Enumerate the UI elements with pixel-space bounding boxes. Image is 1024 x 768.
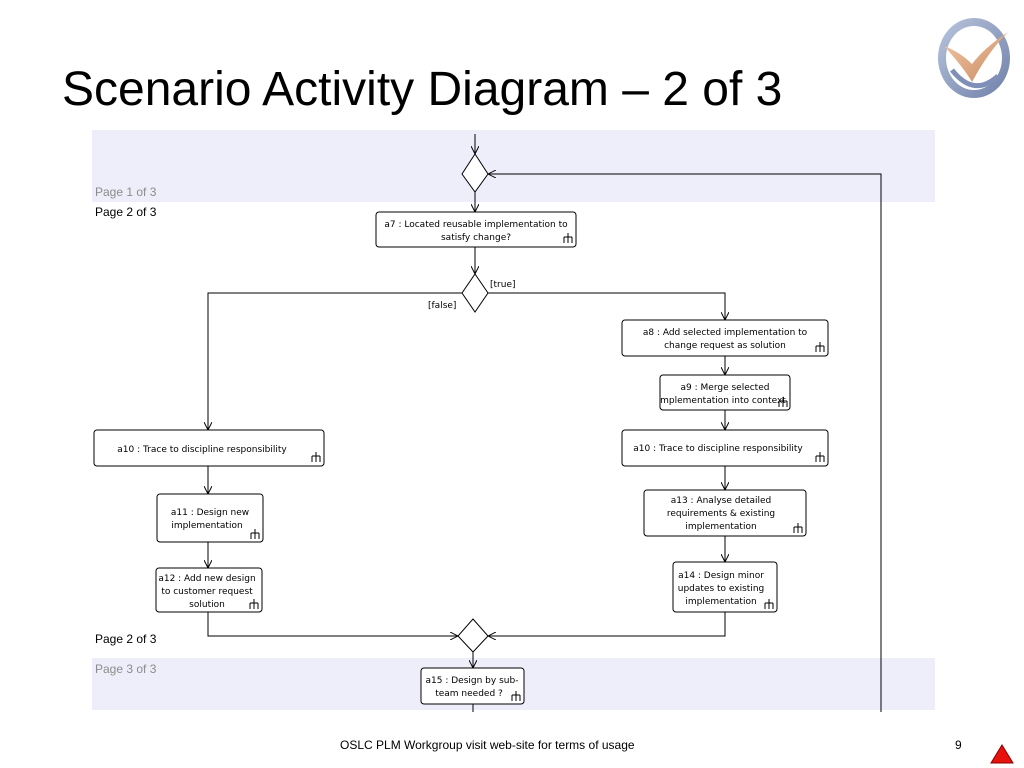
action-a9-line1: a9 : Merge selected — [681, 383, 770, 393]
action-a10-left: a10 : Trace to discipline responsibility — [93, 429, 325, 467]
page-3-label: Page 3 of 3 — [95, 662, 157, 676]
rake-icon — [250, 529, 260, 539]
rake-icon — [815, 342, 825, 352]
action-a13: a13 : Analyse detailed requirements & ex… — [643, 489, 807, 537]
rake-icon — [793, 523, 803, 533]
action-a13-line3: implementation — [685, 522, 756, 532]
oslc-swirl-logo-icon — [938, 18, 1010, 98]
red-up-triangle-icon[interactable] — [990, 744, 1014, 764]
page-1-label: Page 1 of 3 — [95, 185, 157, 199]
rake-icon — [311, 452, 321, 462]
rake-icon — [764, 599, 774, 609]
edges — [208, 134, 882, 712]
action-a15: a15 : Design by sub- team needed ? — [420, 667, 525, 705]
action-a7: a7 : Located reusable implementation to … — [375, 211, 577, 248]
merge-diamond-top — [461, 153, 489, 193]
action-a10-right: a10 : Trace to discipline responsibility — [621, 429, 829, 467]
rake-icon — [815, 452, 825, 462]
slide-page-number: 9 — [955, 738, 962, 752]
slide-title: Scenario Activity Diagram – 2 of 3 — [62, 63, 783, 116]
action-a12-line2: to customer request — [161, 587, 253, 597]
action-a10-left-line1: a10 : Trace to discipline responsibility — [117, 445, 287, 455]
rake-icons — [249, 233, 825, 701]
action-a8-line1: a8 : Add selected implementation to — [643, 328, 808, 338]
action-a9-line2: mplementation into context — [660, 396, 786, 406]
rake-icon — [511, 691, 521, 701]
action-a14-line2: updates to existing — [678, 584, 765, 594]
action-a15-line1: a15 : Design by sub- — [426, 676, 519, 686]
action-a14-line1: a14 : Design minor — [678, 571, 764, 581]
action-a13-line2: requirements & existing — [667, 509, 775, 519]
decision-diamond-reuse — [461, 273, 489, 313]
action-a15-line2: team needed ? — [435, 689, 503, 699]
action-a12: a12 : Add new design to customer request… — [155, 567, 263, 613]
page-1-band — [92, 130, 935, 202]
rake-icon — [563, 233, 573, 243]
slide-footer: OSLC PLM Workgroup visit web-site for te… — [340, 738, 635, 752]
action-a14-line3: implementation — [685, 597, 756, 607]
action-a11-line1: a11 : Design new — [171, 508, 249, 518]
page-2-top-label: Page 2 of 3 — [95, 205, 157, 219]
guard-false: [false] — [428, 301, 456, 311]
rake-icon — [249, 599, 259, 609]
action-a12-line3: solution — [189, 600, 225, 610]
action-a13-line1: a13 : Analyse detailed — [671, 496, 772, 506]
merge-diamond-bottom — [457, 618, 489, 653]
action-a12-line1: a12 : Add new design — [158, 574, 255, 584]
action-a7-line1: a7 : Located reusable implementation to — [384, 220, 568, 230]
action-a14: a14 : Design minor updates to existing i… — [672, 561, 778, 613]
rake-icon — [778, 397, 788, 407]
action-a11-line2: implementation — [171, 521, 242, 531]
guard-true: [true] — [490, 280, 516, 290]
action-a11: a11 : Design new implementation — [156, 493, 264, 543]
action-a9: a9 : Merge selected mplementation into c… — [659, 374, 791, 411]
action-a7-line2: satisfy change? — [441, 233, 511, 243]
action-a10-right-line1: a10 : Trace to discipline responsibility — [633, 444, 803, 454]
action-a8-line2: change request as solution — [664, 341, 786, 351]
page-2-bottom-label: Page 2 of 3 — [95, 632, 157, 646]
action-a8: a8 : Add selected implementation to chan… — [621, 319, 829, 357]
